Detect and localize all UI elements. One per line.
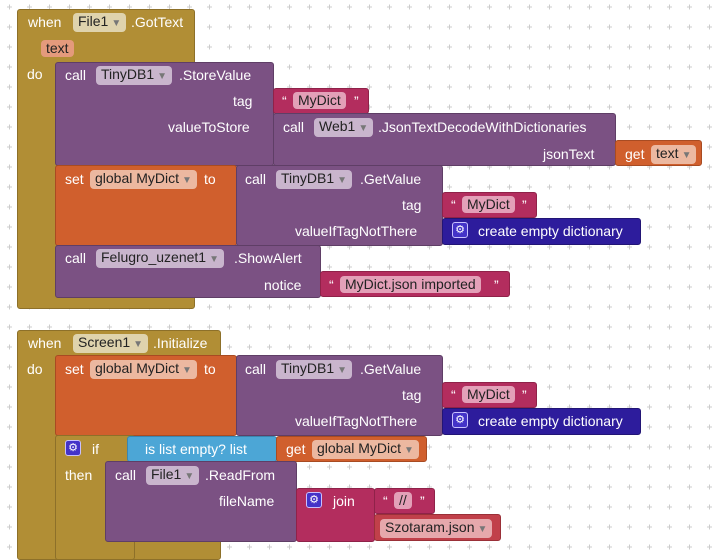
quote: ” [522,197,527,213]
arg-label: notice [264,277,302,293]
quote: “ [451,197,456,213]
arg-label: valueIfTagNotThere [295,223,418,239]
gear-icon[interactable]: ⚙ [65,440,81,456]
variable-dropdown[interactable]: global MyDict▼ [90,170,197,189]
block-label: create empty dictionary [478,223,623,239]
arg-label: valueToStore [168,119,250,135]
block-label: is list empty? list [145,441,247,457]
component-dropdown[interactable]: TinyDB1▼ [276,360,353,379]
call-label: call [283,119,305,135]
call-label: call [115,467,137,483]
filename-dropdown[interactable]: Szotaram.json▼ [380,519,493,538]
method-name: .JsonTextDecodeWithDictionaries [378,119,587,135]
to-label: to [204,171,216,187]
method-name: .GetValue [360,171,422,187]
gear-icon[interactable]: ⚙ [306,492,322,508]
event-name: .GotText [131,14,184,30]
event-name: .Initialize [153,335,208,351]
arg-label: fileName [219,493,275,509]
get-label: get [286,441,306,457]
call-label: call [245,171,267,187]
gear-icon[interactable]: ⚙ [452,412,468,428]
quote: “ [383,493,388,509]
quote: ” [354,93,359,109]
join-label: join [333,493,355,509]
quote: “ [329,277,334,293]
component-dropdown[interactable]: Felugro_uzenet1▼ [96,249,224,268]
method-name: .GetValue [360,361,422,377]
string-value[interactable]: // [394,492,412,509]
variable-dropdown[interactable]: global MyDict▼ [90,360,197,379]
string-value[interactable]: MyDict [462,386,515,403]
arg-label: tag [402,387,422,403]
param-text[interactable]: text [41,40,74,57]
call-label: call [65,67,87,83]
quote: ” [420,493,425,509]
arg-label: jsonText [543,146,595,162]
component-dropdown[interactable]: Web1▼ [314,118,374,137]
method-name: .StoreValue [179,67,252,83]
component-dropdown[interactable]: Screen1▼ [73,334,149,353]
do-label: do [27,66,43,82]
arg-label: tag [402,197,422,213]
readfrom-block[interactable] [105,461,297,542]
method-name: .ReadFrom [205,467,276,483]
jsondecode-block[interactable] [273,113,616,166]
create-empty-dictionary-block[interactable] [442,408,641,435]
set-label: set [65,361,84,377]
block-label: create empty dictionary [478,413,623,429]
quote: ” [522,387,527,403]
variable-dropdown[interactable]: global MyDict▼ [312,440,419,459]
string-value[interactable]: MyDict.json imported [340,276,481,293]
to-label: to [204,361,216,377]
create-empty-dictionary-block[interactable] [442,218,641,245]
when-label: when [28,335,62,351]
arg-label: valueIfTagNotThere [295,413,418,429]
method-name: .ShowAlert [234,250,302,266]
component-dropdown[interactable]: TinyDB1▼ [96,66,173,85]
quote: “ [282,93,287,109]
if-label: if [92,441,99,457]
quote: “ [451,387,456,403]
call-label: call [245,361,267,377]
component-dropdown[interactable]: File1▼ [146,466,200,485]
quote: ” [494,277,499,293]
variable-dropdown[interactable]: text▼ [651,145,697,164]
call-label: call [65,250,87,266]
when-label: when [28,14,62,30]
string-value[interactable]: MyDict [462,196,515,213]
component-dropdown[interactable]: TinyDB1▼ [276,170,353,189]
get-label: get [625,146,645,162]
then-label: then [65,467,93,483]
gear-icon[interactable]: ⚙ [452,222,468,238]
arg-label: tag [233,93,253,109]
string-value[interactable]: MyDict [293,92,346,109]
set-label: set [65,171,84,187]
do-label: do [27,361,43,377]
component-dropdown[interactable]: File1▼ [73,13,127,32]
